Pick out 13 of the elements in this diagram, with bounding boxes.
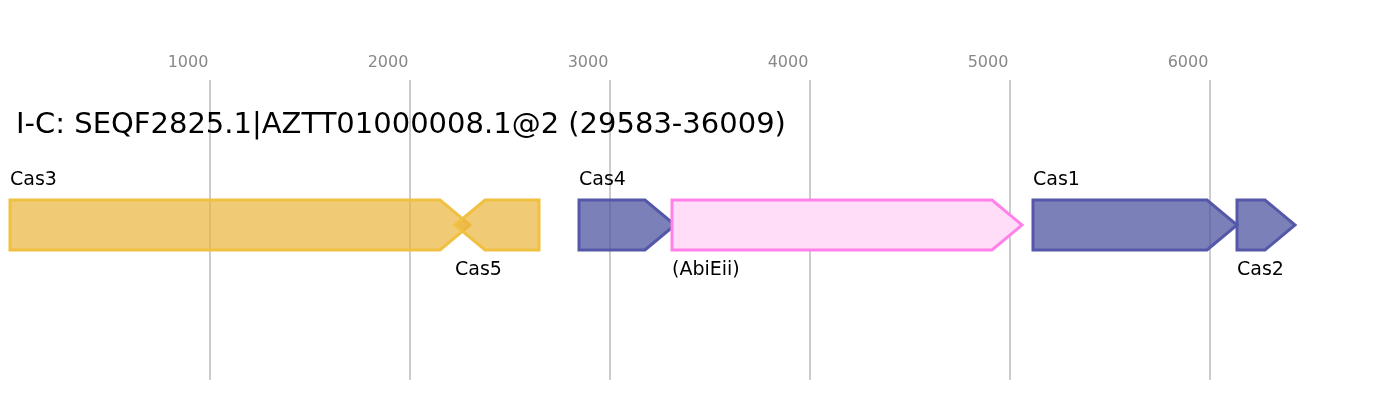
gene-label: (AbiEii) xyxy=(672,257,740,279)
gene-label: Cas3 xyxy=(10,167,57,189)
axis-tick-label: 2000 xyxy=(367,52,409,71)
gene-label: Cas4 xyxy=(579,167,626,189)
gene-label: Cas2 xyxy=(1237,257,1284,279)
diagram-title: I-C: SEQF2825.1|AZTT01000008.1@2 (29583-36009) xyxy=(16,106,786,140)
axis-tick-label: 6000 xyxy=(1167,52,1209,71)
gene-label: Cas1 xyxy=(1033,167,1080,189)
axis-tick-label: 4000 xyxy=(767,52,809,71)
axis-tick-label: 1000 xyxy=(167,52,209,71)
axis-tick-label: 3000 xyxy=(567,52,609,71)
axis-tick-label: 5000 xyxy=(967,52,1009,71)
gene-label: Cas5 xyxy=(455,257,502,279)
